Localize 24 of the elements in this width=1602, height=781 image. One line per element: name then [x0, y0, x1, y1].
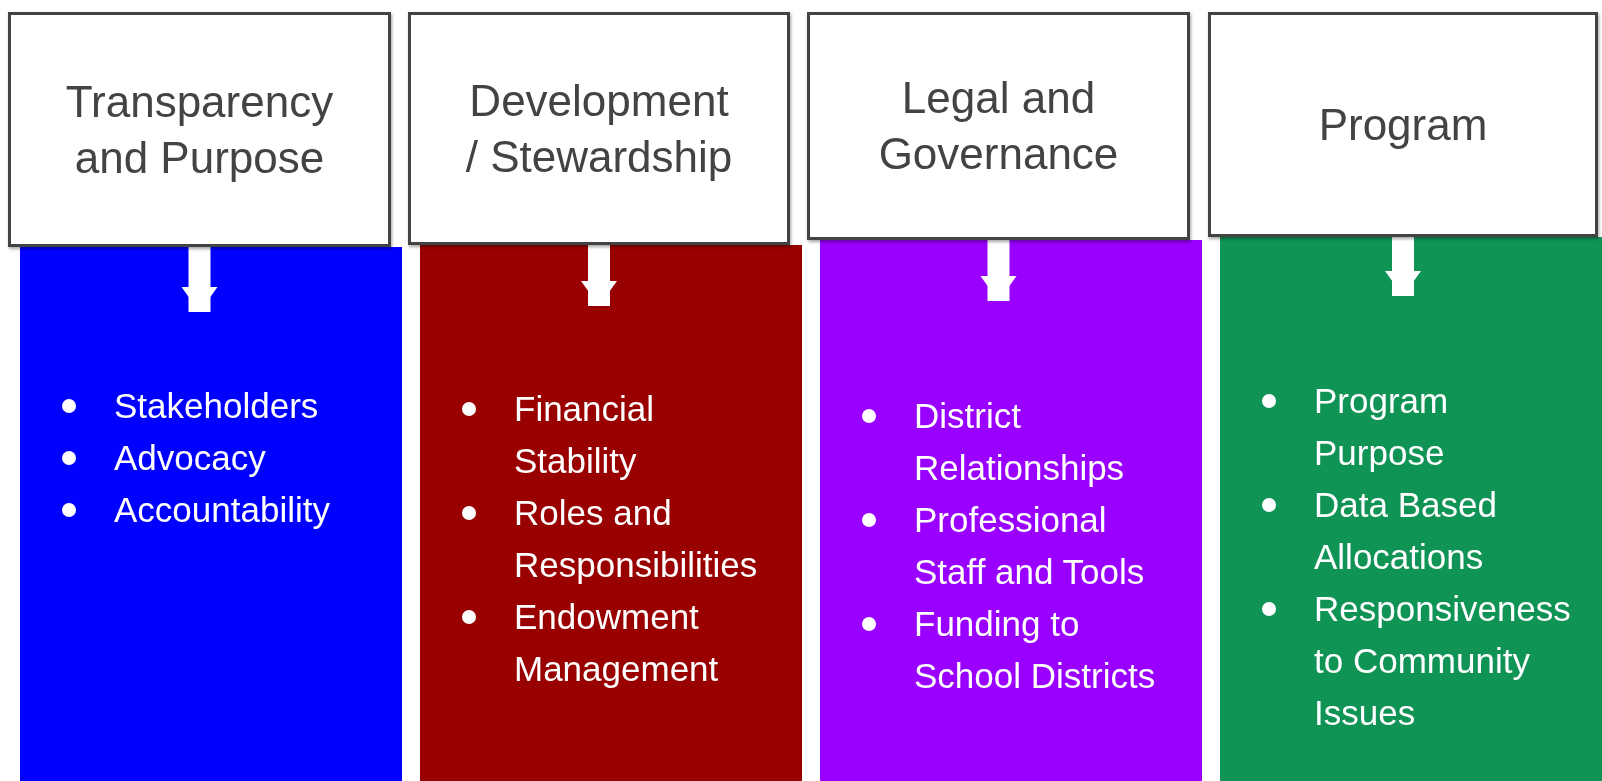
arrow — [1385, 237, 1421, 296]
list-item-text: Financial Stability — [514, 389, 655, 480]
list-item-text: Responsiveness to Community Issues — [1314, 589, 1571, 732]
list-item-text: Funding to School Districts — [914, 604, 1156, 695]
header-box: Transparency and Purpose — [8, 12, 391, 247]
column-band — [1220, 237, 1602, 781]
arrow — [980, 240, 1017, 301]
list-item-text: Professional Staff and Tools — [914, 500, 1145, 591]
list-item-text: Data Based Allocations — [1314, 485, 1497, 576]
list-item-text: Roles and Responsibilities — [514, 493, 758, 584]
list-item-text: Endowment Management — [514, 597, 719, 688]
arrow — [181, 247, 218, 312]
column-band — [420, 245, 802, 781]
list-item-text: District Relationships — [914, 396, 1125, 487]
header-box: Development / Stewardship — [408, 12, 790, 245]
column-band — [20, 247, 402, 781]
list-item-text: Accountability — [114, 490, 330, 529]
column-band — [820, 240, 1202, 781]
header-box: Legal and Governance — [807, 12, 1190, 240]
header-box: Program — [1208, 12, 1598, 237]
arrow — [581, 245, 617, 306]
list-item-text: Advocacy — [114, 438, 266, 477]
list-item-text: Stakeholders — [114, 386, 319, 425]
list-item-text: Program Purpose — [1314, 381, 1449, 472]
